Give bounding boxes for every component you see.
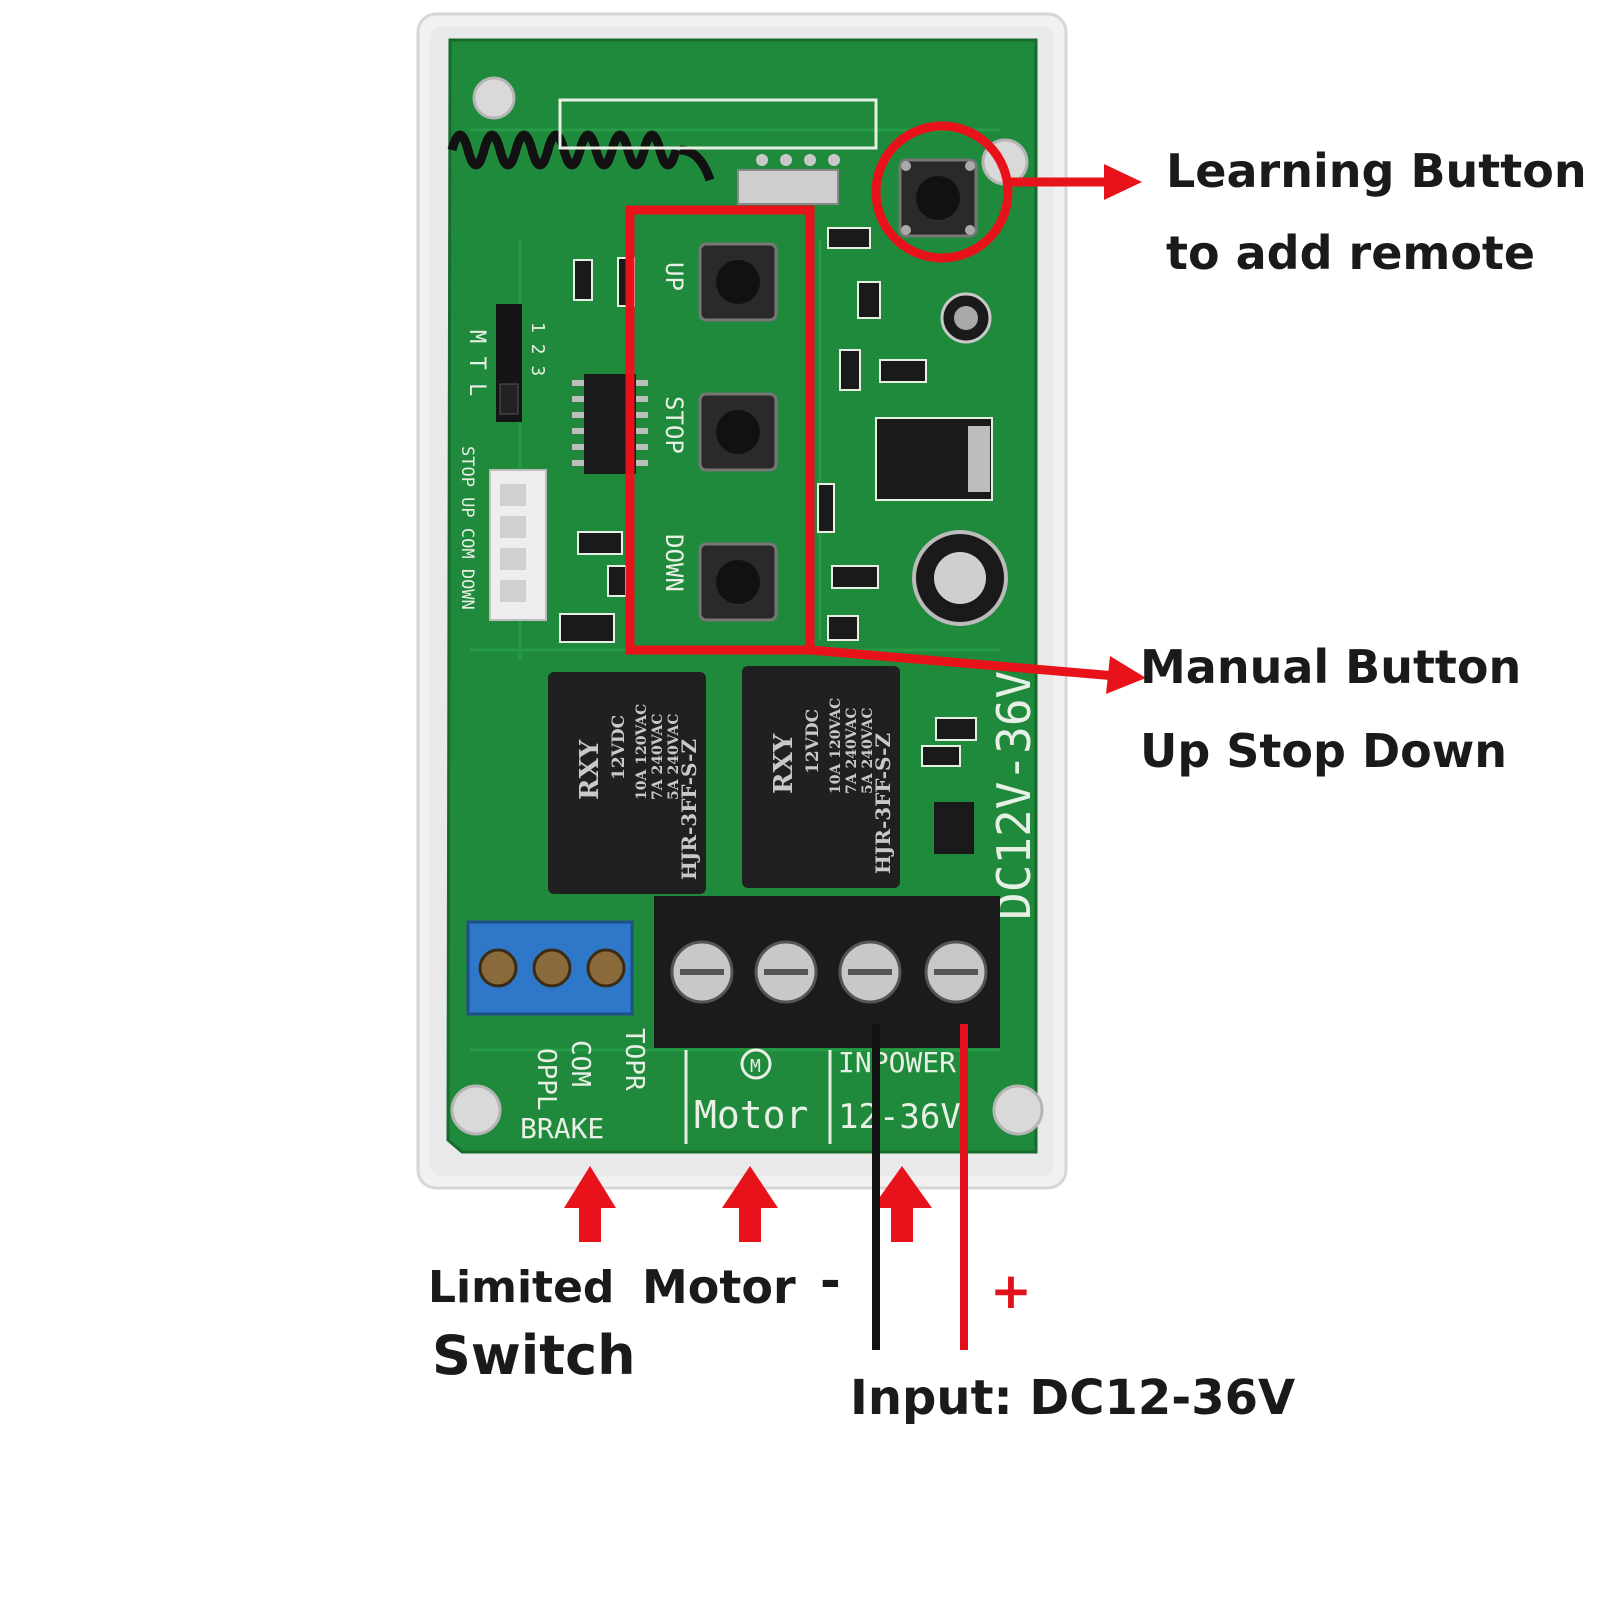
svg-text:TOPR: TOPR — [619, 1028, 649, 1091]
label-stop: STOP — [660, 396, 688, 454]
manual-arrow — [1106, 656, 1146, 694]
relay-right: RXY 12VDC 10A 120VAC 7A 240VAC 5A 240VAC… — [742, 666, 900, 888]
power-silkscreen: INPOWER — [838, 1046, 956, 1079]
limit-switch-terminal — [466, 920, 634, 1016]
svg-text:RXY: RXY — [769, 733, 799, 794]
minus-label: - — [820, 1252, 841, 1310]
svg-text:12VDC: 12VDC — [803, 709, 823, 774]
mounting-holes — [450, 76, 1044, 1136]
plus-label: + — [990, 1262, 1032, 1320]
brake-label: BRAKE — [520, 1112, 604, 1145]
limited-switch-label: Limited — [428, 1262, 615, 1313]
svg-text:5A 240VAC: 5A 240VAC — [666, 714, 682, 800]
power-range-silkscreen: 12-36V — [838, 1097, 961, 1137]
svg-text:7A 240VAC: 7A 240VAC — [844, 708, 860, 794]
limited-switch-sublabel: Switch — [432, 1324, 636, 1387]
bottom-arrows — [564, 1166, 932, 1242]
motor-silkscreen: Motor — [694, 1093, 808, 1137]
svg-text:10A 120VAC: 10A 120VAC — [634, 704, 650, 800]
screw-terminal-block — [654, 896, 1000, 1048]
input-voltage-label: Input: DC12-36V — [850, 1370, 1296, 1426]
svg-text:HJR-3FF-S-Z: HJR-3FF-S-Z — [677, 739, 701, 880]
relay-left: RXY 12VDC 10A 120VAC 7A 240VAC 5A 240VAC… — [548, 672, 706, 894]
antenna-coil — [447, 130, 715, 182]
svg-text:10A 120VAC: 10A 120VAC — [828, 698, 844, 794]
learning-button-sublabel: to add remote — [1166, 226, 1536, 280]
learning-arrow — [1104, 164, 1142, 200]
connector-label: STOP UP COM DOWN — [457, 446, 477, 610]
learning-button-label: Learning Button — [1166, 144, 1587, 198]
svg-text:COM: COM — [565, 1040, 595, 1087]
svg-text:5A 240VAC: 5A 240VAC — [860, 708, 876, 794]
button-down — [698, 542, 778, 622]
svg-text:HJR-3FF-S-Z: HJR-3FF-S-Z — [871, 733, 895, 874]
svg-text:M: M — [750, 1056, 761, 1077]
manual-button-label: Manual Button — [1140, 640, 1522, 694]
svg-text:7A 240VAC: 7A 240VAC — [650, 714, 666, 800]
manual-button-sublabel: Up Stop Down — [1140, 724, 1507, 778]
svg-text:OPPL: OPPL — [531, 1048, 561, 1111]
label-up: UP — [660, 262, 688, 291]
jumper-header: M T L 1 2 3 — [464, 304, 548, 422]
learning-button — [898, 158, 978, 238]
button-stop — [698, 392, 778, 472]
svg-text:1 2 3: 1 2 3 — [527, 322, 548, 376]
svg-text:M T L: M T L — [464, 330, 489, 396]
button-up — [698, 242, 778, 322]
svg-text:12VDC: 12VDC — [609, 715, 629, 780]
motor-label: Motor — [642, 1260, 796, 1314]
voltage-silkscreen: DC12V-36V — [987, 671, 1041, 920]
manual-buttons-highlight — [625, 205, 815, 655]
label-down: DOWN — [660, 534, 688, 592]
svg-text:RXY: RXY — [575, 739, 605, 800]
learning-button-highlight — [871, 121, 1013, 263]
